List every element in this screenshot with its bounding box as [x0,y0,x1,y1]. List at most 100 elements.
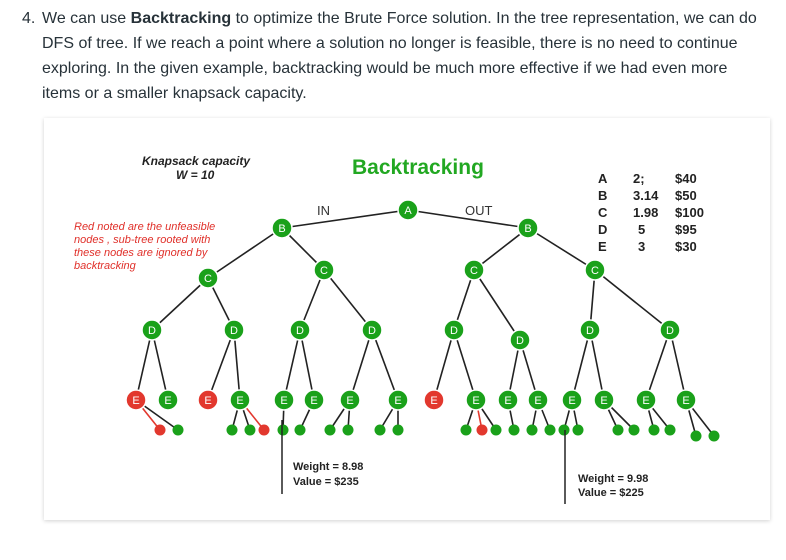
item-weight: 3.14 [633,188,659,203]
leaf-dot [342,424,354,436]
explanation-paragraph: 4.We can use Backtracking to optimize th… [22,6,762,106]
note-line: Red noted are the unfeasible [74,221,215,233]
paragraph-text-before: We can use [42,10,131,27]
tree-node-c: C [584,259,606,281]
tree-node-label: E [164,395,171,407]
tree-node-label: D [368,325,376,337]
diagram-title: Backtracking [352,156,484,179]
leaf-dot [226,424,238,436]
tree-node-label: E [236,395,243,407]
tree-edge [151,277,209,331]
tree-node-e: E [561,389,583,411]
leaf-dot [526,424,538,436]
leaf-dot [460,424,472,436]
tree-node-label: E [472,395,479,407]
tree-node-label: D [148,325,156,337]
item-value: $95 [675,222,697,237]
solution-right-weight: Weight = 9.98 [578,473,648,485]
tree-node-label: C [320,265,328,277]
tree-node-e: E [197,389,219,411]
tree-edge [233,329,241,401]
item-name: D [598,222,607,237]
backtracking-bold: Backtracking [130,10,232,27]
capacity-label: Knapsack capacity [142,154,251,168]
tree-node-e: E [387,389,409,411]
leaf-dot [690,430,702,442]
leaf-dot [172,424,184,436]
items-table: A 2; $40 B 3.14 $50 C 1.98 $100 D 5 $95 … [598,171,704,254]
tree-node-c: C [313,259,335,281]
tree-edge [527,227,596,271]
tree-edge [207,227,283,279]
leaf-dot [572,424,584,436]
tree-node-label: C [204,273,212,285]
tree-node-e: E [593,389,615,411]
tree-edge [135,329,153,401]
leaf-dot [277,424,289,436]
tree-edge [283,329,301,401]
tree-edge [407,209,529,229]
tree-edge [645,329,671,401]
tree-node-label: E [642,395,649,407]
item-value: $50 [675,188,697,203]
tree-node-label: C [470,265,478,277]
tree-node-e: E [303,389,325,411]
item-name: E [598,239,607,254]
tree-edge [473,227,529,271]
capacity-value: W = 10 [176,168,215,182]
tree-edge [299,329,315,401]
leaf-dot [664,424,676,436]
tree-edge [151,329,169,401]
tree-edge [473,269,521,341]
tree-node-label: C [591,265,599,277]
tree-node-c: C [197,267,219,289]
leaf-dot [648,424,660,436]
leaf-dot [324,424,336,436]
tree-edge [371,329,399,401]
tree-node-d: D [443,319,465,341]
list-number: 4. [22,10,36,27]
tree-node-label: E [132,395,139,407]
tree-node-d: D [289,319,311,341]
tree-node-label: E [430,395,437,407]
tree-node-label: D [666,325,674,337]
tree-node-label: D [516,335,524,347]
leaf-dot [628,424,640,436]
solution-right-value: Value = $225 [578,487,644,499]
tree-node-label: E [394,395,401,407]
leaf-dot [244,424,256,436]
tree-edge [299,269,325,331]
leaf-dot [258,424,270,436]
tree-node-label: D [450,325,458,337]
tree-node-label: D [586,325,594,337]
item-value: $40 [675,171,697,186]
tree-node-e: E [635,389,657,411]
tree-edge [571,329,591,401]
tree-node-label: B [524,223,531,235]
tree-node-label: A [404,205,412,217]
tree-node-e: E [675,389,697,411]
tree-node-d: D [659,319,681,341]
leaf-dot [154,424,166,436]
paragraph-text-line3: exploring. In the given example, backtra… [42,60,728,77]
item-name: B [598,188,607,203]
tree-node-label: E [600,395,607,407]
tree-edge [323,269,373,331]
note-line: backtracking [74,260,137,272]
tree-node-label: D [230,325,238,337]
item-value: $100 [675,205,704,220]
tree-node-b: B [271,217,293,239]
paragraph-text-line2: DFS of tree. If we reach a point where a… [42,35,738,52]
tree-node-label: B [278,223,285,235]
out-label: OUT [465,203,493,218]
leaf-dot [612,424,624,436]
leaf-dot [476,424,488,436]
item-weight: 2; [633,171,645,186]
tree-node-e: E [339,389,361,411]
leaf-dot [392,424,404,436]
in-label: IN [317,203,330,218]
tree-node-d: D [361,319,383,341]
